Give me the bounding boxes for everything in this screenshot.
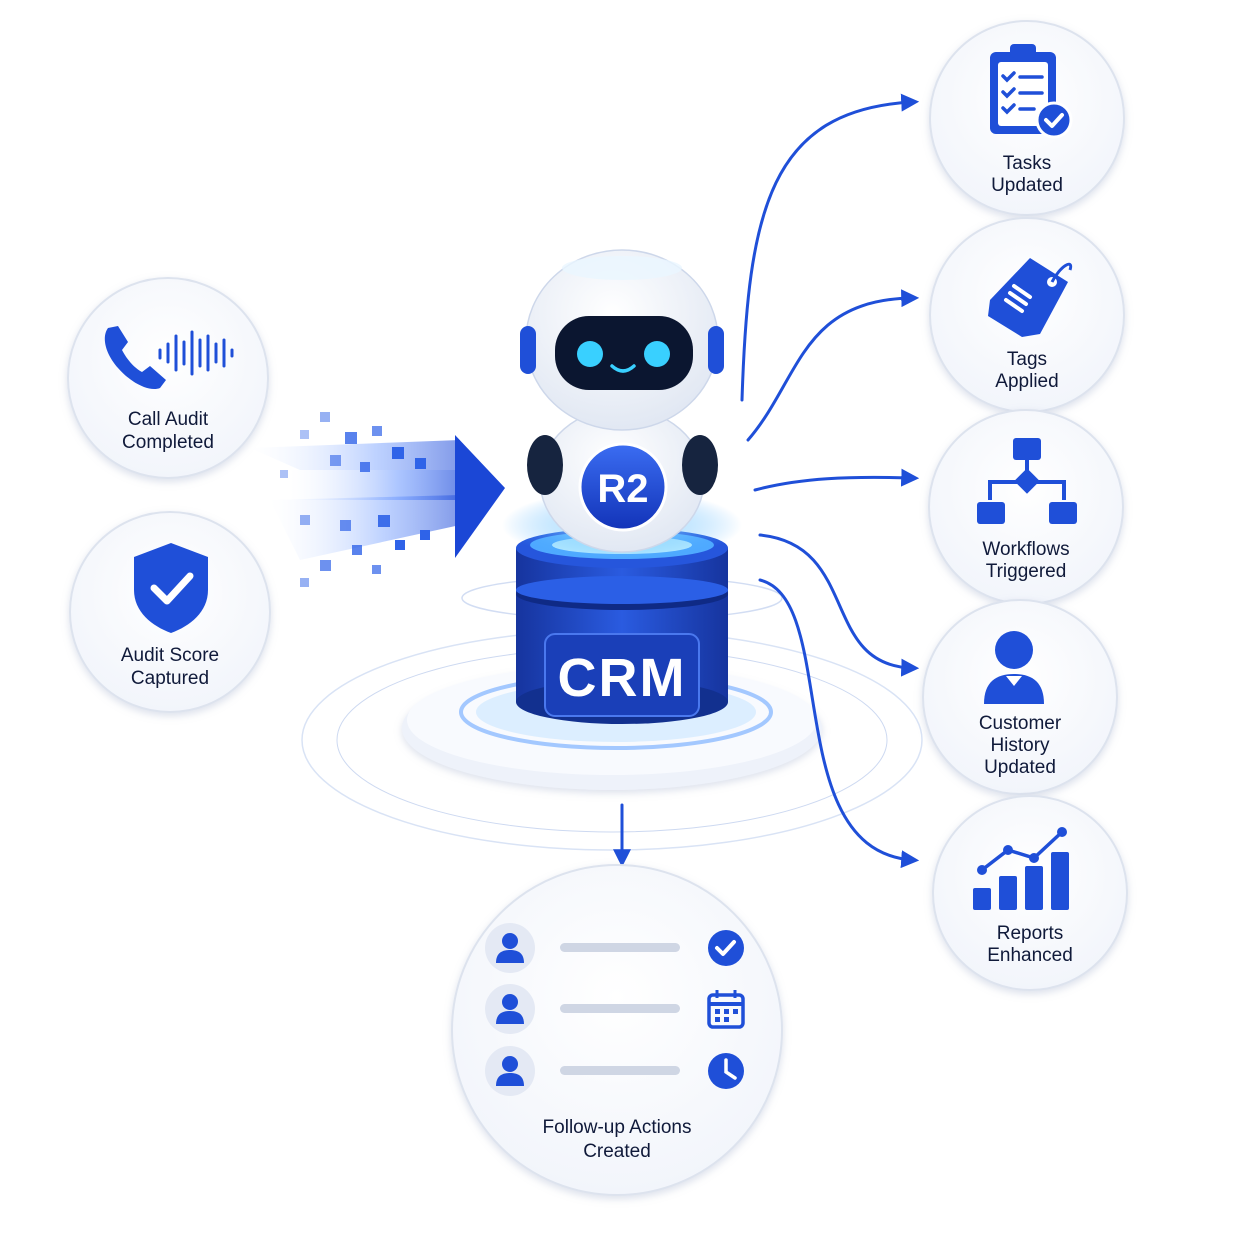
workflows-line2: Triggered [986,561,1067,582]
tasks-line2: Updated [991,175,1063,196]
call-audit-line2: Completed [122,432,214,453]
arrow-to-tasks [740,93,920,402]
node-customer-history: Customer History Updated [922,599,1118,795]
followup-row [485,1046,744,1096]
workflows-line1: Workflows [982,539,1069,560]
arrow-to-customer-history [758,533,920,677]
node-workflows: Workflows Triggered [928,409,1124,605]
tag-icon [988,258,1073,337]
node-call-audit: Call Audit Completed [67,277,269,479]
node-audit-score: Audit Score Captured [69,511,271,713]
node-followup-actions: Follow-up Actions Created [451,864,783,1196]
reports-line1: Reports [997,923,1064,944]
workflow-icon [977,438,1077,524]
customer-history-line1: Customer [979,713,1062,734]
audit-score-line1: Audit Score [121,645,219,666]
crm-label: CRM [558,648,687,708]
customer-history-line2: History [990,735,1050,756]
data-stream [250,412,505,587]
clipboard-checklist-icon [990,44,1073,139]
tags-line2: Applied [995,371,1058,392]
check-circle-icon [708,930,744,966]
calendar-icon [707,990,745,1029]
audit-score-line2: Captured [131,668,209,689]
robot-badge: R2 [597,467,648,511]
followup-line2: Created [583,1141,651,1162]
arrow-to-workflows [753,468,920,492]
user-icon [984,631,1044,704]
followup-row [485,923,744,973]
arrow-to-tags [746,289,920,442]
node-reports: Reports Enhanced [932,795,1128,991]
customer-history-line3: Updated [984,757,1056,778]
shield-check-icon [134,543,208,633]
reports-line2: Enhanced [987,945,1073,966]
node-tags: Tags Applied [929,217,1125,413]
tasks-line1: Tasks [1003,153,1052,174]
call-audit-line1: Call Audit [128,409,209,430]
followup-line1: Follow-up Actions [543,1117,692,1138]
followup-row [485,984,745,1034]
connector-arrows [613,93,920,869]
arrow-to-reports [758,578,920,869]
node-tasks: Tasks Updated [929,20,1125,216]
tags-line1: Tags [1007,349,1047,370]
phone-soundwave-icon [104,326,234,390]
r2-robot: R2 [502,249,742,560]
bar-chart-icon [973,827,1069,910]
clock-icon [708,1053,744,1089]
